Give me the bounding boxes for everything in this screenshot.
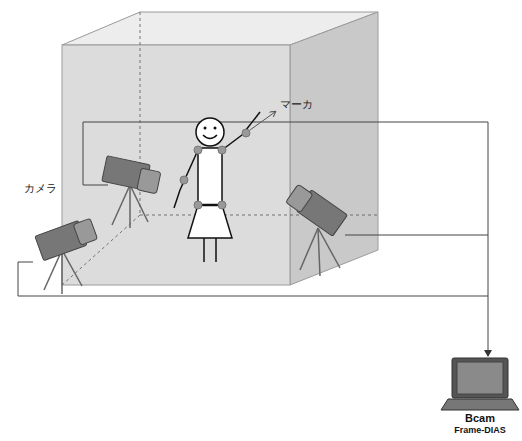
- marker-leader: [250, 112, 275, 130]
- laptop-icon: [440, 356, 520, 412]
- camera-top: [102, 156, 161, 228]
- software-subname: Frame-DIAS: [440, 425, 520, 436]
- callout-label: カメラ: [24, 182, 57, 195]
- camera-wires: [18, 122, 488, 356]
- camera-right: [286, 184, 348, 276]
- stick-figure: [174, 112, 260, 262]
- callout-label: マーカ: [280, 98, 313, 111]
- markers: [180, 129, 250, 209]
- camera-left: [35, 218, 98, 294]
- laptop-computer: BcamFrame-DIAS: [440, 356, 520, 436]
- software-name: Bcam: [440, 412, 520, 425]
- capture-room-cube: [62, 12, 378, 285]
